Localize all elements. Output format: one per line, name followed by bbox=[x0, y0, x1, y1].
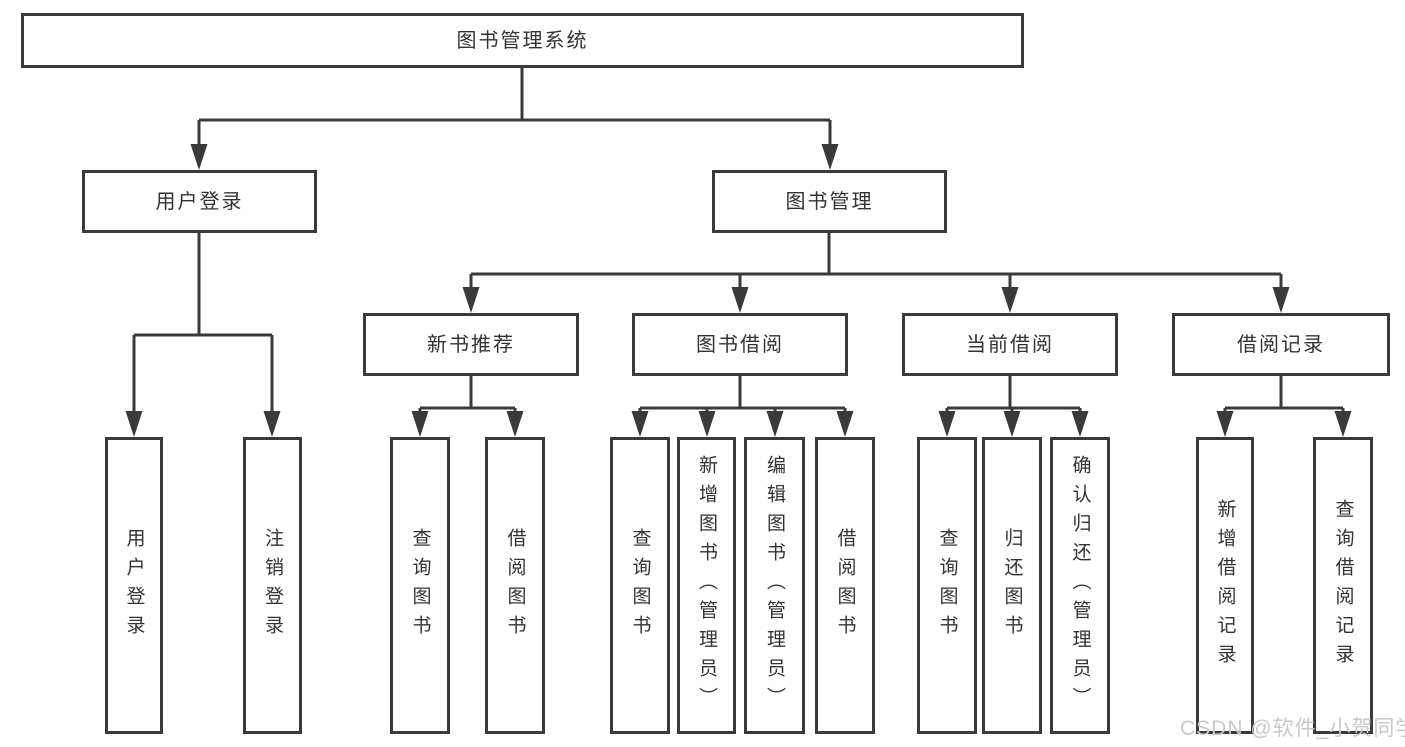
leaf-borrow-books-borrow-node: 借阅图书 bbox=[815, 437, 875, 734]
leaf-return-books-node: 归还图书 bbox=[982, 437, 1042, 734]
arrow-down-icon bbox=[125, 411, 143, 437]
arrow-down-icon bbox=[698, 411, 716, 437]
connector-borrow-records-to-leaves bbox=[1223, 376, 1345, 415]
leaf-add-borrow-record-node: 新增借阅记录 bbox=[1196, 437, 1254, 734]
arrow-down-icon bbox=[731, 287, 749, 313]
arrow-down-icon bbox=[938, 411, 956, 437]
current-borrowing-node: 当前借阅 bbox=[902, 313, 1118, 376]
user-login-branch-node: 用户登录 bbox=[82, 170, 317, 233]
connector-root-to-level2 bbox=[197, 68, 832, 148]
leaf-query-books-current-node: 查询图书 bbox=[917, 437, 977, 734]
arrow-down-icon bbox=[462, 287, 480, 313]
arrow-down-icon bbox=[766, 411, 784, 437]
leaf-confirm-return-admin-node: 确认归还（管理员） bbox=[1050, 437, 1110, 734]
arrow-down-icon bbox=[263, 411, 281, 437]
arrow-down-icon bbox=[1003, 411, 1021, 437]
leaf-query-books-rec-node: 查询图书 bbox=[390, 437, 450, 734]
arrow-down-icon bbox=[1334, 411, 1352, 437]
arrow-down-icon bbox=[1216, 411, 1234, 437]
leaf-add-books-admin-node: 新增图书（管理员） bbox=[677, 437, 736, 734]
arrow-down-icon bbox=[836, 411, 854, 437]
root-system-node: 图书管理系统 bbox=[21, 13, 1024, 68]
leaf-edit-books-admin-node: 编辑图书（管理员） bbox=[744, 437, 805, 734]
arrow-down-icon bbox=[190, 144, 208, 170]
arrow-down-icon bbox=[1001, 287, 1019, 313]
book-borrowing-node: 图书借阅 bbox=[632, 313, 848, 376]
leaf-query-books-borrow-node: 查询图书 bbox=[610, 437, 670, 734]
arrow-down-icon bbox=[1071, 411, 1089, 437]
arrow-down-icon bbox=[411, 411, 429, 437]
leaf-borrow-books-rec-node: 借阅图书 bbox=[485, 437, 545, 734]
connector-user-login-to-leaves bbox=[132, 233, 274, 415]
arrow-down-icon bbox=[506, 411, 524, 437]
csdn-watermark: CSDN @软件_小贺同学 bbox=[1180, 717, 1405, 740]
new-book-recommend-node: 新书推荐 bbox=[363, 313, 579, 376]
leaf-logout-node: 注销登录 bbox=[243, 437, 302, 734]
leaf-query-borrow-record-node: 查询借阅记录 bbox=[1313, 437, 1373, 734]
arrow-down-icon bbox=[631, 411, 649, 437]
connector-new-book-rec-to-leaves bbox=[418, 376, 517, 415]
borrowing-records-node: 借阅记录 bbox=[1172, 313, 1390, 376]
arrow-down-icon bbox=[821, 144, 839, 170]
connector-current-borrow-to-leaves bbox=[945, 376, 1082, 415]
connector-book-borrow-to-leaves bbox=[638, 376, 847, 415]
book-management-branch-node: 图书管理 bbox=[712, 170, 947, 233]
arrow-down-icon bbox=[1272, 287, 1290, 313]
leaf-user-login-node: 用户登录 bbox=[105, 437, 163, 734]
connector-book-mgmt-to-level3 bbox=[469, 233, 1283, 291]
